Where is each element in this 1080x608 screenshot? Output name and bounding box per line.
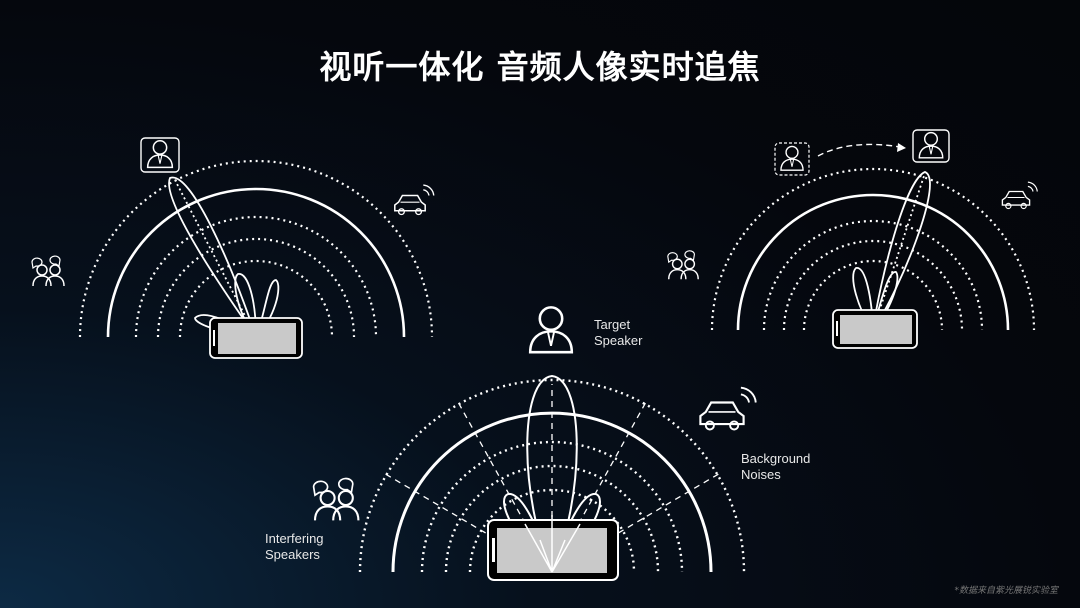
right-phone — [832, 309, 918, 349]
right-diagram — [667, 129, 1038, 349]
center-diagram — [312, 306, 757, 581]
background-noises-label: Background Noises — [741, 451, 811, 482]
right-arcs — [710, 167, 1036, 331]
left-group-icon — [31, 255, 65, 287]
right-car-icon — [1001, 181, 1038, 210]
right-target-frame — [912, 129, 950, 163]
target-speaker-label: Target Speaker — [594, 317, 643, 348]
right-target-icon — [918, 131, 944, 159]
left-car-icon — [394, 184, 435, 216]
move-arrow — [817, 143, 901, 157]
left-target-frame — [140, 137, 180, 173]
center-rays — [381, 384, 723, 573]
interfering-speakers-label: Interfering Speakers — [265, 531, 324, 562]
right-prev-target-icon — [780, 145, 804, 171]
interfering-speakers-icon — [312, 477, 360, 522]
center-speaker-lines — [524, 515, 581, 573]
background-car-icon — [699, 386, 757, 431]
footer-note: *数据来自紫光展锐实验室 — [954, 586, 1058, 596]
left-arcs — [78, 159, 434, 338]
right-group-icon — [667, 250, 699, 280]
page-title: 视听一体化 音频人像实时追焦 — [319, 48, 761, 86]
right-prev-frame — [774, 142, 810, 176]
left-target-icon — [146, 140, 174, 169]
left-beam-lobes — [168, 176, 280, 340]
left-phone — [209, 317, 303, 359]
target-speaker-icon — [528, 306, 574, 354]
left-diagram — [31, 137, 435, 359]
move-arrow-head — [897, 143, 906, 152]
